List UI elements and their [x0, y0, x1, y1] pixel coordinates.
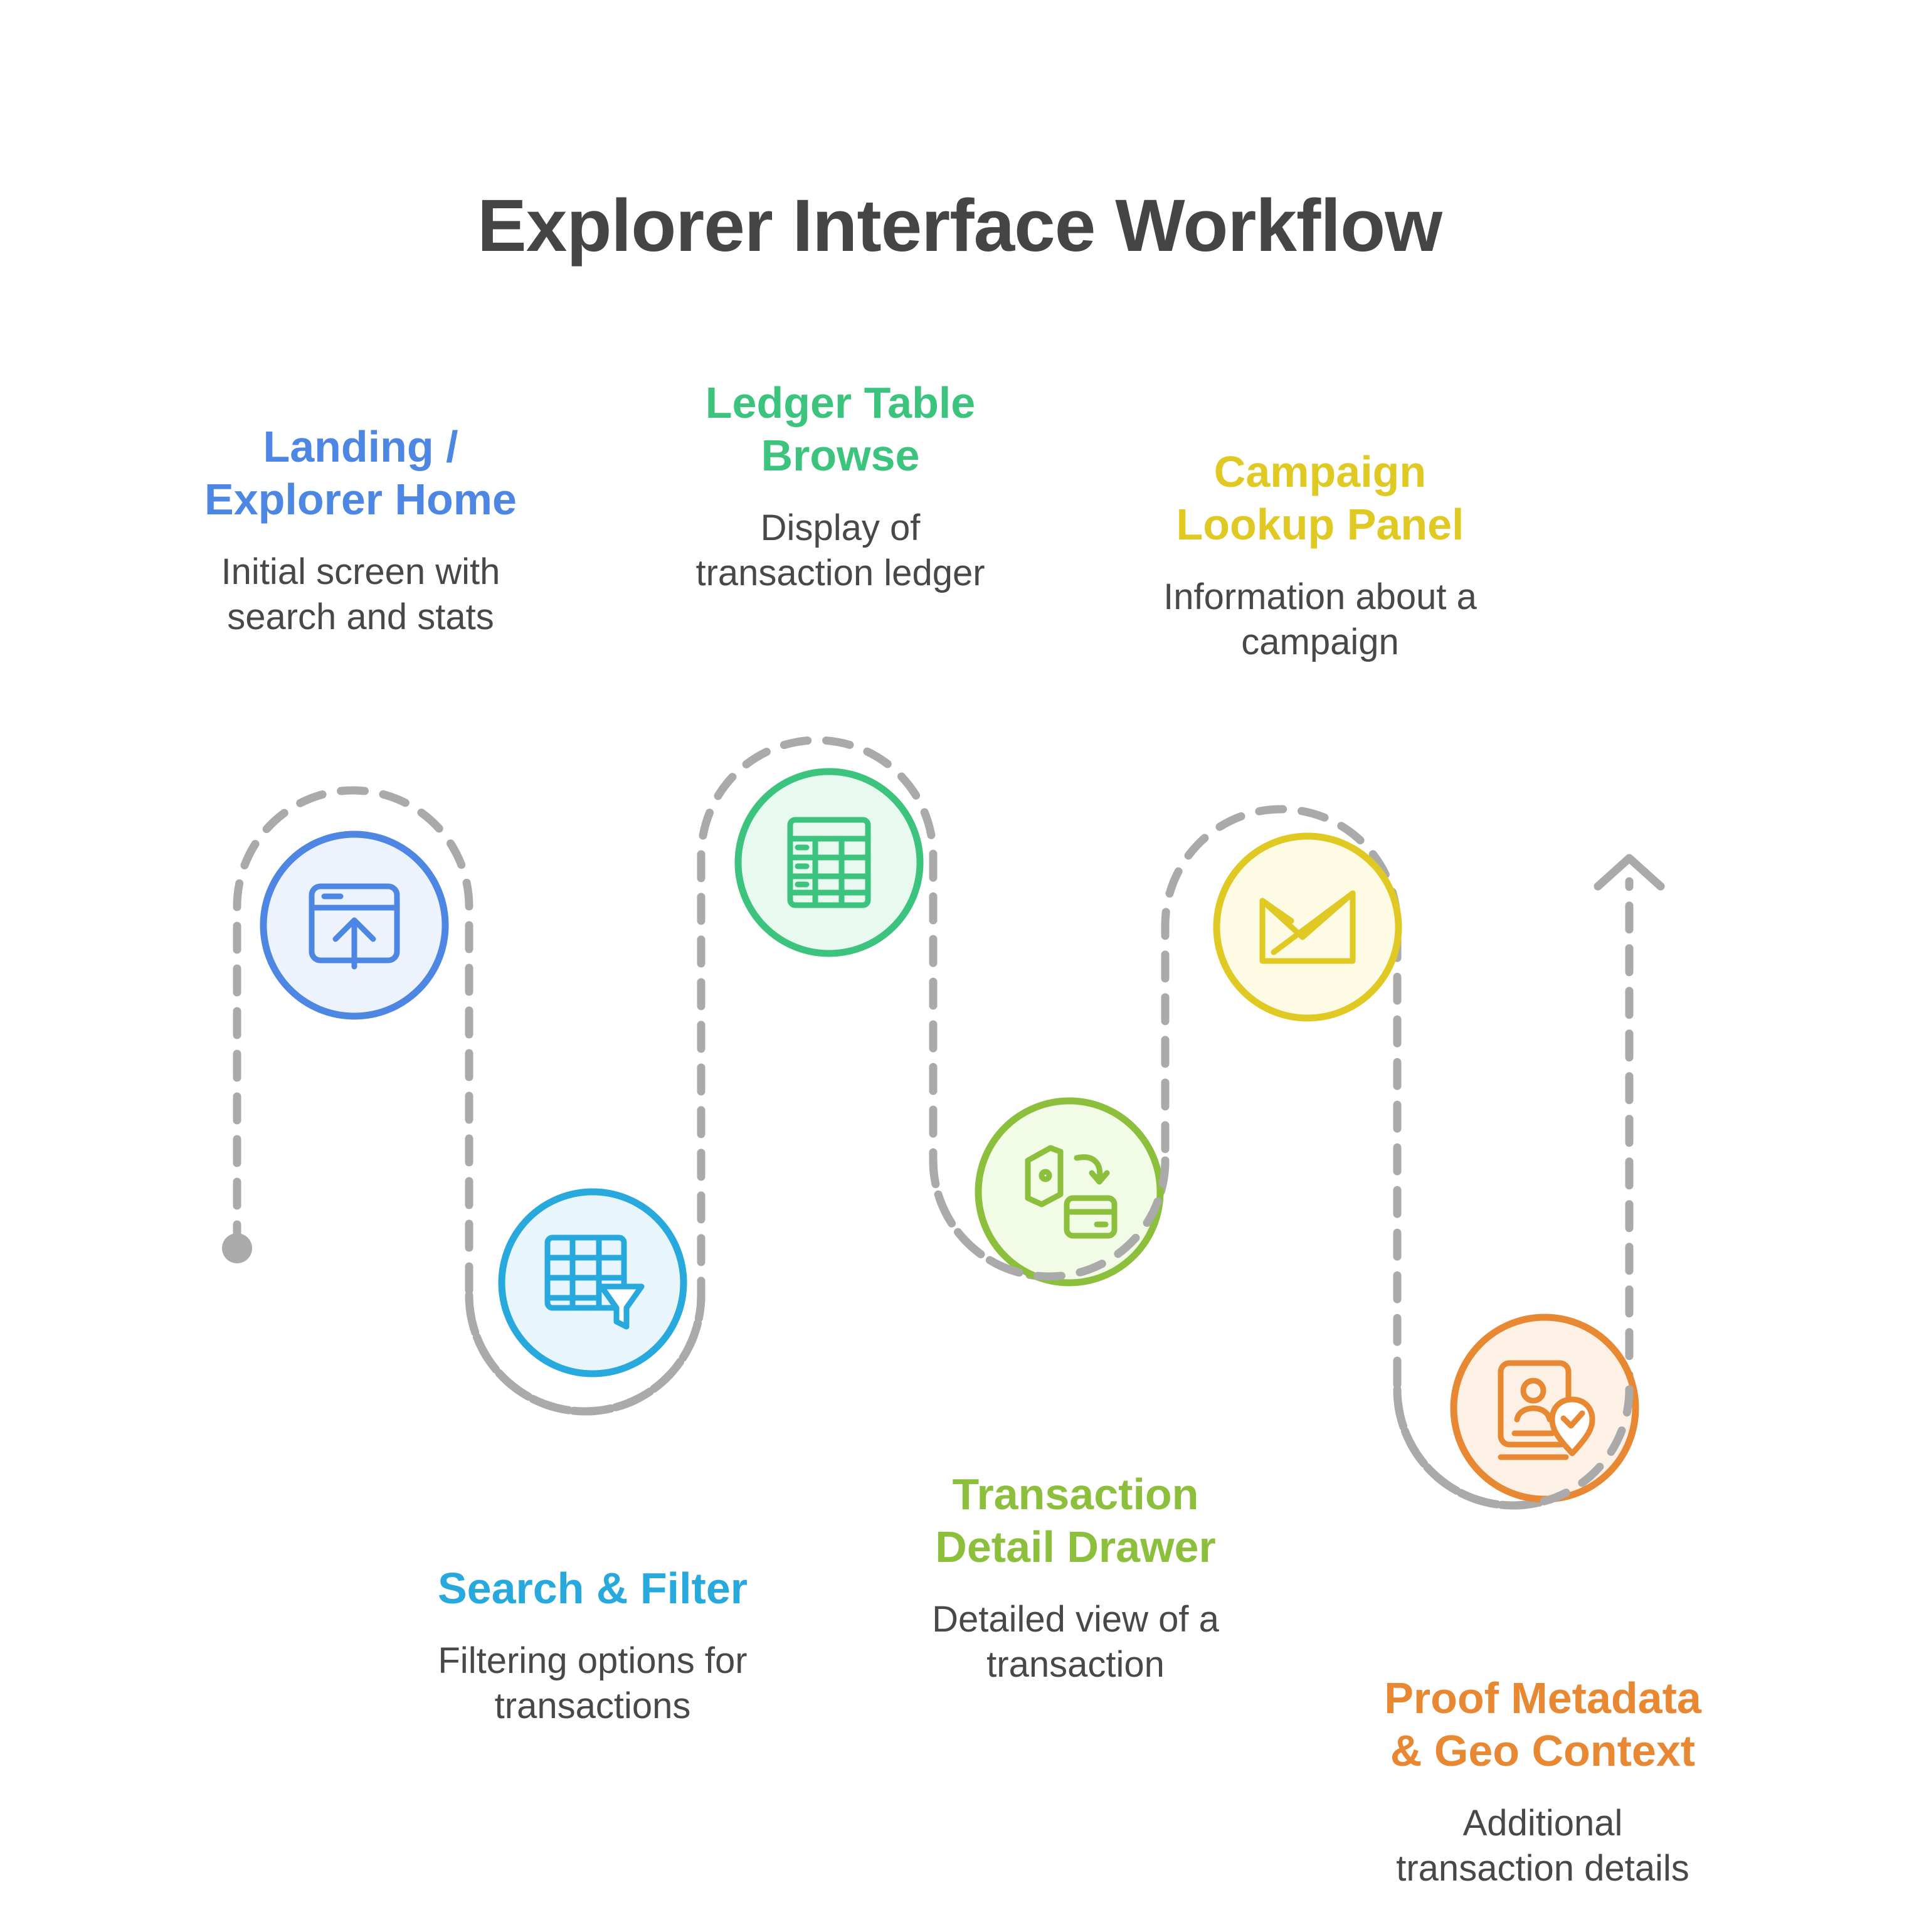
step-1-node: [260, 831, 449, 1020]
profile-location-icon: [1498, 1360, 1595, 1460]
step-5-node: [1213, 832, 1402, 1022]
step-4-label: Transaction Detail Drawer: [935, 1470, 1216, 1571]
step-6-circle: [1450, 1314, 1639, 1503]
campaign-flag-icon: [1259, 890, 1356, 964]
end-arrow-icon: [1594, 854, 1665, 891]
diagram-title: Explorer Interface Workflow: [477, 184, 1442, 267]
connector-overlay-3: [1393, 1385, 1634, 1510]
connector-path: [233, 736, 1634, 1510]
ledger-table-icon: [787, 817, 871, 908]
step-2-text: Search & Filter Filtering options for tr…: [392, 1562, 793, 1729]
start-dot: [222, 1233, 252, 1263]
step-6-label: Proof Metadata & Geo Context: [1384, 1674, 1701, 1775]
step-1-label: Landing / Explorer Home: [204, 422, 517, 524]
step-1-description: Initial screen with search and stats: [221, 551, 500, 637]
step-5-text: Campaign Lookup Panel Information about …: [1119, 445, 1521, 665]
step-4-node: [975, 1097, 1164, 1287]
step-2-label: Search & Filter: [437, 1564, 748, 1613]
step-6-text: Proof Metadata & Geo Context Additional …: [1342, 1672, 1743, 1891]
connector-overlay-2: [929, 1156, 1170, 1281]
step-5-label: Campaign Lookup Panel: [1176, 447, 1464, 549]
step-3-node: [734, 768, 924, 957]
step-3-text: Ledger Table Browse Display of transacti…: [640, 376, 1041, 596]
step-3-description: Display of transaction ledger: [695, 507, 985, 593]
step-6-description: Additional transaction details: [1396, 1803, 1689, 1889]
step-2-node: [498, 1188, 687, 1377]
step-3-circle: [734, 768, 924, 957]
step-3-label: Ledger Table Browse: [705, 378, 976, 480]
step-4-text: Transaction Detail Drawer Detailed view …: [875, 1468, 1276, 1687]
step-4-description: Detailed view of a transaction: [932, 1599, 1219, 1685]
step-2-circle: [498, 1188, 687, 1377]
wallet-transfer-icon: [1025, 1145, 1118, 1239]
step-4-circle: [975, 1097, 1164, 1287]
step-5-description: Information about a campaign: [1163, 576, 1477, 662]
connector-overlay-1: [465, 1291, 706, 1416]
step-1-text: Landing / Explorer Home Initial screen w…: [160, 420, 561, 640]
browser-upload-icon: [309, 883, 400, 970]
step-2-description: Filtering options for transactions: [438, 1640, 748, 1726]
table-filter-icon: [544, 1234, 645, 1330]
step-6-node: [1450, 1314, 1639, 1503]
